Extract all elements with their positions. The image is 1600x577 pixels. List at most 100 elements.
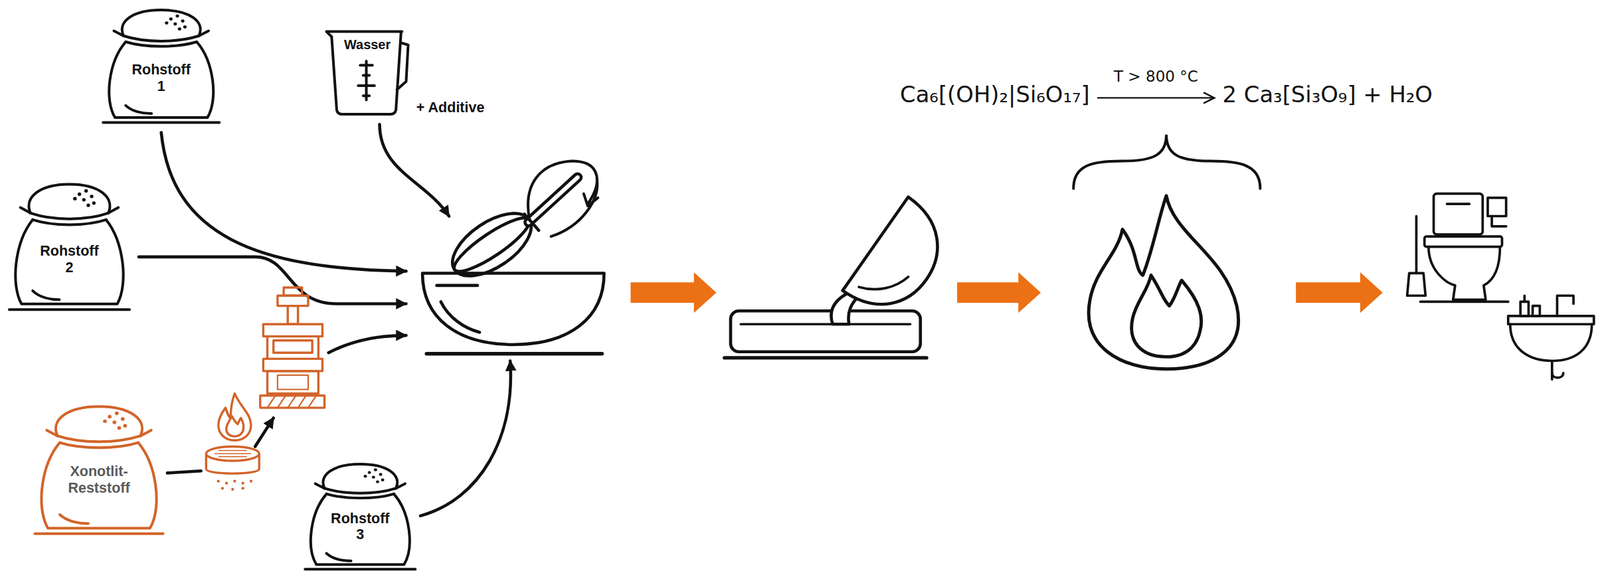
outline-stroke (310, 494, 410, 565)
chemical-formula: Ca₆[(OH)₂|Si₆O₁₇] (899, 81, 1090, 109)
sanitary-ware-part (1491, 215, 1507, 226)
raw-material-sack: Rohstoff 3 (304, 456, 417, 574)
pretreatment-icons-part (267, 336, 319, 360)
raw-material-sack: Rohstoff 2 (7, 175, 131, 315)
outline-stroke (322, 464, 398, 489)
reaction-condition: T > 800 °C (1113, 67, 1199, 86)
outline-stroke (397, 42, 409, 90)
pretreatment-icons-part (263, 324, 323, 337)
powder-dot (169, 17, 173, 21)
outline-stroke (198, 31, 209, 36)
pretreatment-icons-part-part (221, 486, 224, 490)
process-arrow-part (630, 272, 716, 313)
pretreatment-icons-part (287, 306, 298, 325)
sanitary-ware-part (1420, 300, 1509, 304)
pretreatment-icons-part (267, 371, 319, 394)
reaction-bracket-part (1097, 96, 1213, 99)
outline-stroke (29, 183, 111, 213)
sanitary-ware-part (1428, 247, 1501, 301)
mixing-bowl-part (426, 352, 602, 356)
powder-dot (92, 201, 96, 205)
reaction-bracket-part (1204, 92, 1215, 103)
outline-stroke (315, 483, 325, 489)
outline-stroke (55, 406, 143, 436)
powder-dot (375, 480, 380, 483)
node-label: Wasser (331, 36, 404, 54)
powder-dot (367, 470, 372, 474)
sanitary-ware-part (1556, 295, 1574, 317)
outline-stroke (324, 488, 397, 493)
sanitary-ware-part (1552, 360, 1564, 378)
additive-note: + Additive (416, 98, 485, 117)
outline-stroke (108, 41, 214, 118)
powder-dots (164, 14, 187, 31)
node-label: Rohstoff 3 (327, 510, 393, 543)
outline-stroke (113, 31, 124, 36)
powder-dot (77, 192, 82, 196)
outline-stroke (122, 9, 201, 36)
powder-dot (89, 194, 93, 198)
node-label: Rohstoff 2 (36, 242, 102, 275)
pretreatment-icons-part-part (241, 486, 245, 490)
sanitary-ware-part (1487, 197, 1507, 217)
powder-dots (363, 468, 385, 484)
pretreatment-icons (205, 287, 325, 491)
outline-stroke (41, 443, 157, 529)
pouring-mould-part-part (858, 257, 909, 307)
kiln-flame-part (1131, 275, 1202, 358)
mixing-bowl-part (528, 177, 578, 223)
pretreatment-icons-part-part (241, 482, 245, 485)
node-label: Xonotlit-Reststoff (49, 462, 148, 496)
sack-outline (102, 9, 220, 123)
outline-stroke (123, 35, 199, 42)
sanitary-ware-part (1532, 306, 1541, 317)
powder-dot (164, 21, 169, 25)
powder-dot (114, 411, 119, 416)
pretreatment-icons-part (273, 340, 313, 353)
outline-stroke (326, 494, 394, 499)
mixing-bowl-part (422, 272, 604, 345)
outline-stroke (9, 308, 130, 311)
powder-dot (173, 22, 177, 26)
sack-outline (304, 464, 416, 570)
pretreatment-icons-part (263, 358, 323, 371)
outline-stroke (304, 568, 416, 571)
sanitary-ware-part (1407, 272, 1426, 296)
outline-stroke (395, 483, 406, 489)
outline-stroke (326, 30, 403, 33)
powder-dot (107, 415, 112, 419)
mixing-bowl-part (524, 213, 540, 231)
pretreatment-icons-part (277, 295, 309, 306)
outline-stroke (108, 207, 119, 214)
powder-dot (175, 14, 179, 18)
powder-dot (120, 417, 125, 421)
pretreatment-icons-part (267, 395, 317, 408)
flow-arrow (138, 124, 511, 517)
process-arrow-part (957, 272, 1041, 313)
powder-dots (73, 189, 96, 208)
pretreatment-icons-part (283, 287, 303, 296)
powder-dot (381, 478, 385, 482)
pouring-mould-part (730, 310, 921, 352)
outline-stroke (46, 430, 58, 436)
pretreatment-icons-part (218, 393, 252, 442)
flow-arrow-part (328, 335, 407, 353)
pouring-mould-part (740, 322, 910, 326)
powder-dot (379, 472, 383, 476)
powder-dot (183, 25, 187, 29)
residue-sack: Xonotlit-Reststoff (33, 397, 165, 539)
powder-dot (373, 468, 378, 471)
sanitary-ware-part (1415, 215, 1419, 273)
pretreatment-icons-part (260, 395, 325, 408)
outline-stroke (20, 207, 31, 214)
flow-arrow-part (255, 417, 274, 447)
powder-dot (84, 189, 88, 193)
outline-stroke (326, 553, 352, 561)
outline-stroke (34, 533, 163, 536)
powder-dot (371, 475, 376, 479)
sack-outline (9, 183, 130, 310)
sanitary-ware-part (1550, 373, 1554, 380)
node-label: Rohstoff 1 (128, 61, 194, 94)
flow-arrow-part (379, 124, 449, 216)
sanitary-ware (1407, 193, 1595, 380)
